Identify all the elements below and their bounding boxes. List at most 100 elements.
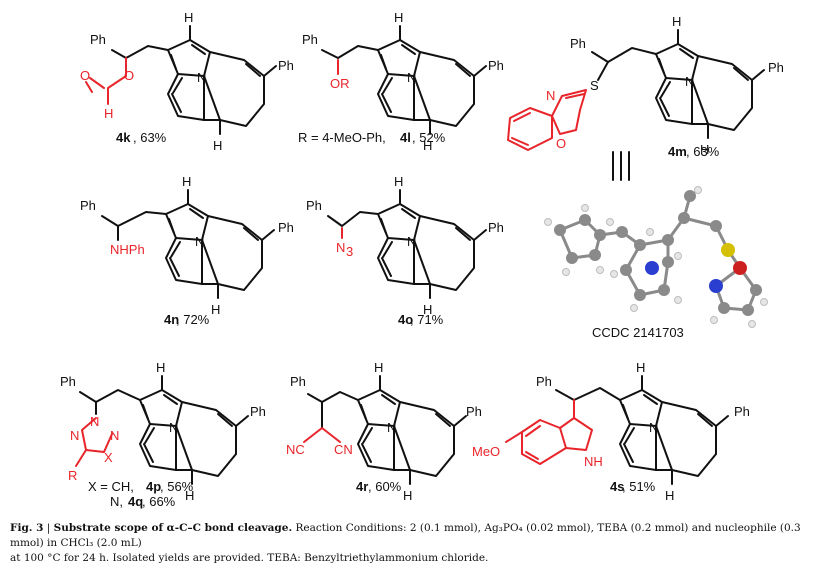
caption-separator: | (43, 522, 54, 534)
x-definition-line2: N, (110, 494, 123, 509)
nitrile-label: NC (286, 442, 305, 457)
r-definition: R = 4-MeO-Ph, (298, 130, 386, 145)
ph-label: Ph (80, 198, 96, 213)
yield-4k: , 63% (133, 130, 167, 145)
compound-label-4l: 4l (400, 130, 411, 145)
ccdc-label: CCDC 2141703 (592, 325, 684, 340)
compound-4n: H H N Ph Ph NHPh 4n , 72% (80, 174, 294, 327)
compound-label-4p: 4p (146, 479, 161, 494)
yield-4n: , 72% (176, 312, 210, 327)
h-label: H (700, 142, 709, 157)
compound-label-4m: 4m (668, 144, 687, 159)
h-label: H (156, 360, 165, 375)
h-label: H (636, 360, 645, 375)
nitrile-label: CN (334, 442, 353, 457)
figure-caption: Fig. 3 | Substrate scope of α-C–C bond c… (10, 521, 822, 566)
ph-label: Ph (466, 404, 482, 419)
caption-body-line2: at 100 °C for 24 h. Isolated yields are … (10, 552, 489, 564)
ph-label: Ph (768, 60, 784, 75)
ph-label: Ph (488, 220, 504, 235)
ph-label: Ph (536, 374, 552, 389)
compound-4s: H H N Ph Ph MeO NH 4s , 51% (472, 360, 750, 503)
compound-4r: H H N Ph Ph NC CN 4r , 60% (286, 360, 482, 503)
figure-number: Fig. 3 (10, 522, 44, 534)
yield-4m: , 63% (686, 144, 720, 159)
compound-label-4k: 4k (116, 130, 131, 145)
azide-label: N (336, 240, 345, 255)
yield-4p: , 56% (160, 479, 194, 494)
nitrogen-label: N (110, 428, 119, 443)
n-label: N (197, 70, 206, 85)
n-label: N (649, 420, 658, 435)
r-label: R (68, 468, 77, 483)
nitrogen-label: N (546, 88, 555, 103)
nitrogen-label: N (90, 414, 99, 429)
ph-label: Ph (278, 220, 294, 235)
triazole-fragment: N N N X R (68, 414, 119, 483)
h-label: H (104, 106, 113, 121)
compound-label-4r: 4r (356, 479, 368, 494)
n-label: N (685, 74, 694, 89)
caption-body-line1: Reaction Conditions: 2 (0.1 mmol), Ag₃PO… (10, 522, 801, 549)
n-label: N (407, 234, 416, 249)
azide-subscript: 3 (346, 244, 353, 259)
h-label: H (374, 360, 383, 375)
yield-4r: , 60% (368, 479, 402, 494)
h-label: H (394, 174, 403, 189)
indole-fragment: MeO NH (472, 399, 603, 469)
ph-label: Ph (90, 32, 106, 47)
compound-4l: H H N Ph Ph OR R = 4-MeO-Ph, 4l , 52% (298, 10, 504, 153)
n-label: N (195, 234, 204, 249)
ph-label: Ph (306, 198, 322, 213)
compound-label-4s: 4s (610, 479, 624, 494)
ph-label: Ph (290, 374, 306, 389)
compound-label-4o: 4o (398, 312, 413, 327)
h-label: H (403, 488, 412, 503)
x-definition-line1: X = CH, (88, 479, 134, 494)
oxygen-label: O (556, 136, 566, 151)
benzoxazole-fragment: N O (507, 88, 587, 151)
ph-label: Ph (250, 404, 266, 419)
ph-label: Ph (278, 58, 294, 73)
methoxy-label: MeO (472, 444, 500, 459)
h-label: H (423, 138, 432, 153)
n-label: N (169, 420, 178, 435)
nucleophile-label: OR (330, 76, 350, 91)
crystal-structure: CCDC 2141703 (544, 186, 768, 340)
compound-4k: H H N Ph Ph O O H 4k , 63% (80, 10, 294, 153)
ph-label: Ph (488, 58, 504, 73)
oxygen-label: O (124, 68, 134, 83)
caption-title: Substrate scope of α-C–C bond cleavage. (53, 522, 293, 534)
yield-4s: , 51% (622, 479, 656, 494)
compound-4m: H H N Ph Ph S N O 4m , 63% (507, 14, 784, 181)
compound-label-4n: 4n (164, 312, 179, 327)
h-label: H (211, 302, 220, 317)
x-label: X (104, 450, 113, 465)
nh-label: NH (584, 454, 603, 469)
h-label: H (182, 174, 191, 189)
yield-4o: , 71% (410, 312, 444, 327)
compound-label-4q: 4q (128, 494, 143, 509)
nitrogen-label: N (70, 428, 79, 443)
yield-4l: , 52% (412, 130, 446, 145)
sulfur-label: S (590, 78, 599, 93)
ph-label: Ph (60, 374, 76, 389)
ph-label: Ph (734, 404, 750, 419)
nucleophile-label: NHPh (110, 242, 145, 257)
h-label: H (423, 302, 432, 317)
h-label: H (672, 14, 681, 29)
h-label: H (184, 10, 193, 25)
compound-4o: H H N Ph Ph N 3 4o , 71% (306, 174, 504, 327)
ph-label: Ph (570, 36, 586, 51)
yield-4q: , 66% (142, 494, 176, 509)
oxygen-label: O (80, 68, 90, 83)
h-label: H (185, 488, 194, 503)
n-label: N (387, 420, 396, 435)
compound-4p-4q: H H N Ph Ph N N N X R X = CH, 4p , 56% N… (60, 360, 266, 509)
h-label: H (665, 488, 674, 503)
ph-label: Ph (302, 32, 318, 47)
h-label: H (394, 10, 403, 25)
h-label: H (213, 138, 222, 153)
n-label: N (407, 70, 416, 85)
